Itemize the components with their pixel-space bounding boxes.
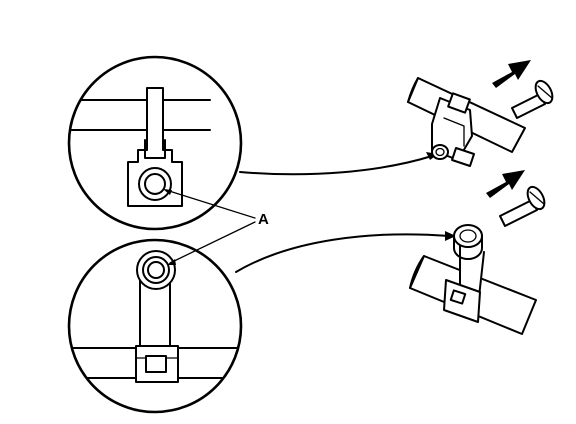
detail-view-top [67, 55, 243, 231]
detail-view-bottom [67, 238, 243, 414]
removal-arrow-lower-icon [486, 170, 525, 198]
lower-conduit-assembly [409, 224, 537, 335]
callout-leader-bottom [169, 221, 256, 264]
callout-label-a: A [258, 211, 269, 228]
detail-circle-bottom [67, 238, 243, 414]
leader-bottom-detail [235, 233, 451, 273]
callout-leader-top [165, 189, 256, 219]
leader-top-detail [239, 155, 433, 176]
upper-bolt [511, 79, 554, 119]
callout-a: A [163, 189, 269, 265]
detail-circle-top [67, 55, 243, 231]
removal-arrow-upper-icon [492, 60, 531, 88]
lower-bolt [499, 185, 546, 227]
upper-conduit-assembly [407, 77, 526, 167]
